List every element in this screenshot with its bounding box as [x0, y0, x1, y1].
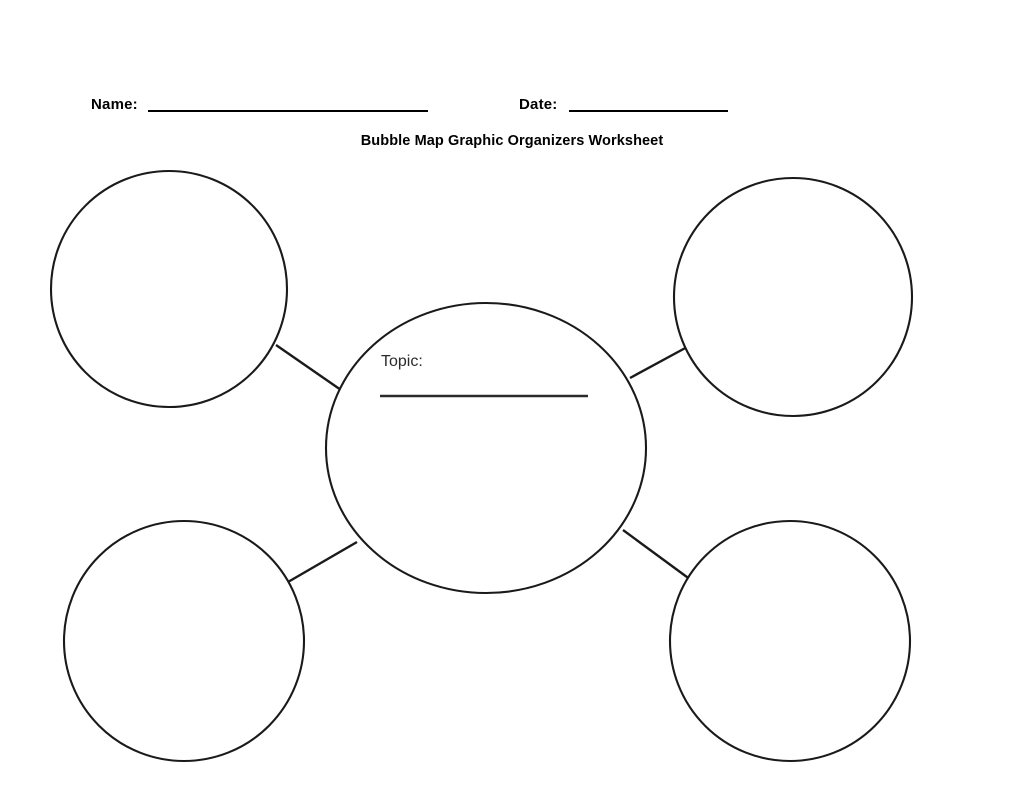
- date-input-rule[interactable]: [569, 110, 728, 112]
- bubble-top-right[interactable]: [672, 176, 914, 418]
- name-input-rule[interactable]: [148, 110, 428, 112]
- date-label: Date:: [519, 96, 558, 113]
- name-label: Name:: [91, 96, 138, 113]
- bubble-top-left[interactable]: [49, 169, 289, 409]
- bubble-bottom-left[interactable]: [62, 519, 306, 763]
- topic-label: Topic:: [381, 353, 423, 370]
- connector-top-right: [629, 344, 690, 380]
- bubble-center-topic[interactable]: [324, 301, 648, 595]
- connector-bottom-right: [622, 529, 692, 581]
- connector-top-left: [275, 344, 342, 391]
- bubble-bottom-right[interactable]: [668, 519, 912, 763]
- connector-bottom-left: [287, 540, 358, 584]
- worksheet-title: Bubble Map Graphic Organizers Worksheet: [360, 133, 664, 149]
